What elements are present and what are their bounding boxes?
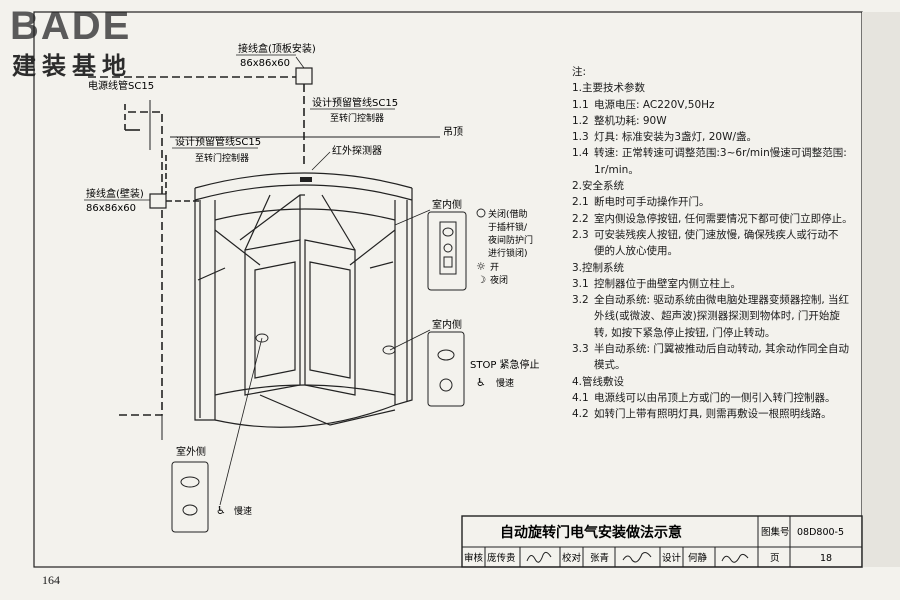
- notes-section-4: 4.管线敷设: [572, 375, 625, 388]
- indoor-label-1: 室内侧: [432, 198, 462, 211]
- check-signature: [622, 552, 652, 563]
- note-item-cont: 转, 如按下紧急停止按钮, 门停止转动。: [594, 326, 776, 339]
- slow-label-indoor: 慢速: [496, 377, 514, 389]
- outdoor-label: 室外侧: [176, 445, 206, 458]
- review-name: 庞传贵: [487, 552, 516, 564]
- indoor-switch-panel: [427, 211, 467, 291]
- conduit-left-label-1: 设计预留管线SC15: [175, 135, 261, 148]
- power-line-label: 电源线管SC15: [88, 79, 154, 92]
- close-icon: [476, 208, 486, 218]
- indoor-label-2: 室内侧: [432, 318, 462, 331]
- slow-label-outdoor: 慢速: [234, 505, 252, 517]
- check-name: 张青: [590, 552, 609, 564]
- atlas-number: 08D800-5: [797, 527, 844, 538]
- switch-night: 夜闭: [490, 274, 508, 286]
- wall-conduit: [116, 111, 163, 416]
- atlas-label: 图集号: [761, 526, 790, 538]
- revolving-door: [194, 172, 413, 428]
- indoor-emergency-panel: [427, 331, 465, 407]
- page-label: 页: [770, 553, 780, 564]
- switch-close-1: 关闭(借助: [488, 208, 528, 220]
- junction-box-wall: [149, 193, 167, 209]
- stop-label: STOP 紧急停止: [470, 358, 540, 371]
- notes-section-3: 3.控制系统: [572, 261, 625, 274]
- junction-box-wall-size: 86x86x60: [86, 203, 136, 214]
- conduit-left-label-2: 至转门控制器: [195, 152, 249, 164]
- moon-icon: ☽: [477, 275, 486, 286]
- check-label: 校对: [562, 552, 582, 564]
- design-name: 何静: [688, 552, 708, 564]
- page-edge: [862, 12, 900, 567]
- review-label: 审核: [464, 552, 484, 564]
- ir-detector-label: 红外探测器: [332, 144, 382, 157]
- note-item-cont: 模式。: [594, 359, 626, 372]
- switch-open: 开: [490, 262, 499, 273]
- junction-box-wall-label: 接线盒(壁装): [86, 187, 144, 200]
- sun-icon: ☼: [476, 260, 486, 273]
- ir-detector: [300, 177, 312, 182]
- notes-section-2: 2.安全系统: [572, 180, 625, 193]
- switch-close-2: 于插杆锁/: [488, 221, 528, 233]
- page-number: 164: [42, 573, 60, 587]
- wheelchair-icon: ♿: [476, 376, 486, 389]
- conduit-top-label-2: 至转门控制器: [330, 112, 384, 124]
- note-item-cont: 便的人放心使用。: [594, 245, 678, 258]
- outdoor-control-panel: [171, 461, 209, 533]
- conduit-top-label-1: 设计预留管线SC15: [312, 96, 398, 109]
- design-signature: [721, 553, 749, 563]
- logo-brand: BADE: [10, 4, 132, 48]
- switch-close-4: 进行锁闭): [488, 247, 528, 259]
- logo-subtitle: 建装基地: [12, 52, 132, 80]
- drawing-title: 自动旋转门电气安装做法示意: [500, 524, 682, 541]
- wheelchair-icon-outdoor: ♿: [216, 504, 226, 517]
- design-label: 设计: [662, 552, 682, 564]
- junction-box-ceiling: [295, 67, 313, 85]
- junction-box-ceiling-label: 接线盒(顶板安装): [238, 42, 316, 55]
- title-block: [461, 515, 863, 568]
- switch-close-3: 夜间防护门: [488, 234, 533, 246]
- ceiling-label: 吊顶: [443, 126, 463, 138]
- page-number-box: 18: [820, 553, 832, 564]
- note-item-cont: 外线(或微波、超声波)探测器探测到物体时, 门开始旋: [594, 310, 840, 323]
- notes-section-1: 1.主要技术参数: [572, 82, 646, 95]
- review-signature: [526, 551, 552, 563]
- junction-box-ceiling-size: 86x86x60: [240, 58, 290, 69]
- note-item-cont: 1r/min。: [594, 163, 639, 176]
- notes-header: 注:: [572, 66, 587, 78]
